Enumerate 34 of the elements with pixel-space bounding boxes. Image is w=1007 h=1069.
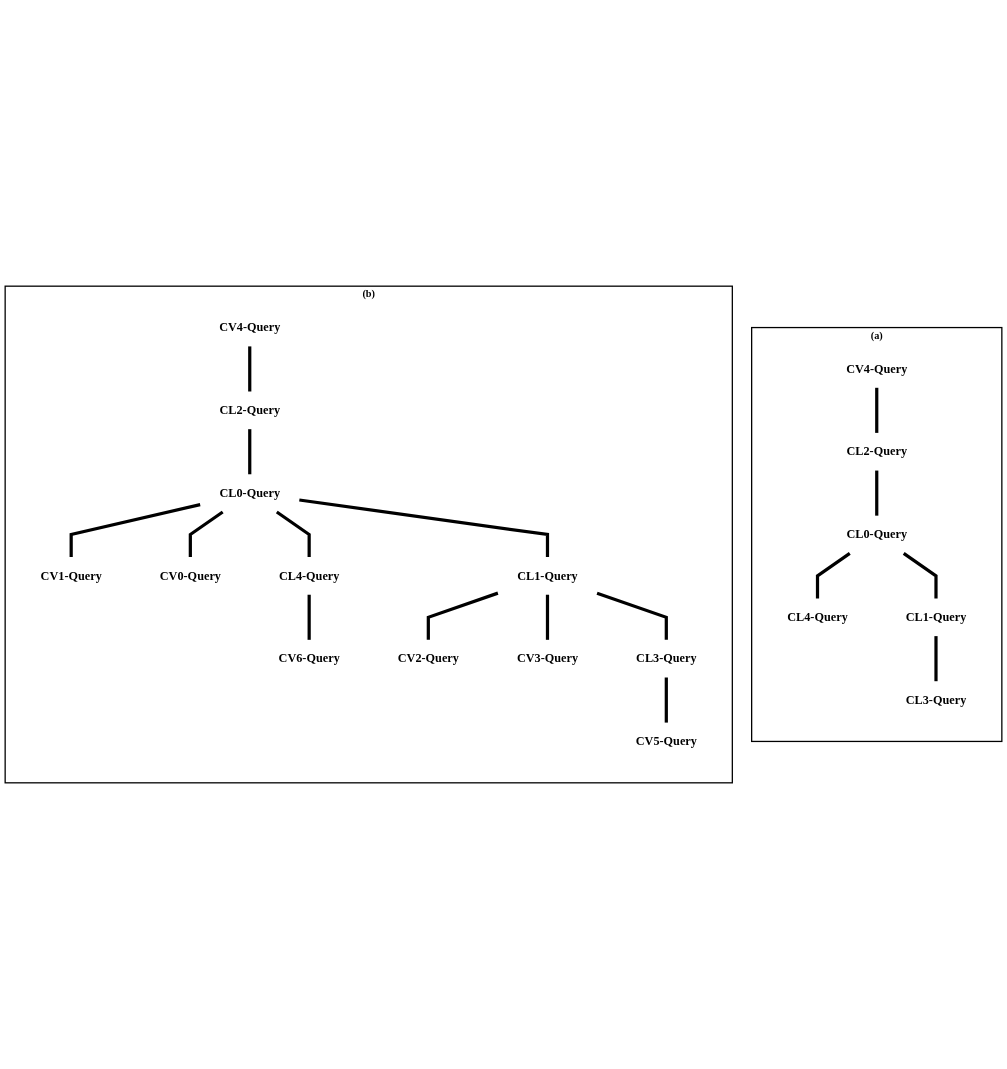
node-text: CL4-Query (787, 610, 848, 624)
connector (875, 387, 879, 433)
connector (902, 552, 938, 599)
node-text: CV2-Query (397, 651, 459, 665)
node-text: CL4-Query (278, 568, 340, 583)
connector (69, 503, 201, 558)
node-text: CV4-Query (219, 320, 281, 334)
connector (664, 677, 668, 723)
connector (815, 552, 851, 599)
connector (248, 346, 252, 392)
connector (248, 429, 252, 475)
connector (275, 510, 311, 558)
connector (875, 470, 879, 516)
node-text: CL3-Query (905, 692, 967, 707)
node-text: CV1-Query (40, 568, 102, 583)
node-text: CV0-Query (159, 568, 221, 583)
connector (545, 594, 550, 640)
connector (299, 498, 550, 558)
connector (934, 636, 938, 682)
node-text: CL2-Query (846, 444, 908, 459)
node-text: CV3-Query (516, 651, 579, 665)
node-text: CV4-Query (846, 361, 908, 376)
connector (307, 594, 311, 640)
node-text: CV5-Query (635, 734, 697, 748)
node-text: CV6-Query (278, 651, 340, 665)
connector (426, 591, 499, 640)
connector (188, 510, 224, 558)
node-text: CL0-Query (846, 527, 908, 541)
node-text: CL1-Query (517, 568, 578, 583)
connector (596, 591, 668, 640)
node-text: CL3-Query (636, 651, 697, 665)
node-text: CL0-Query (219, 485, 280, 500)
node-text: CL2-Query (219, 403, 280, 417)
node-text: CL1-Query (905, 610, 967, 624)
